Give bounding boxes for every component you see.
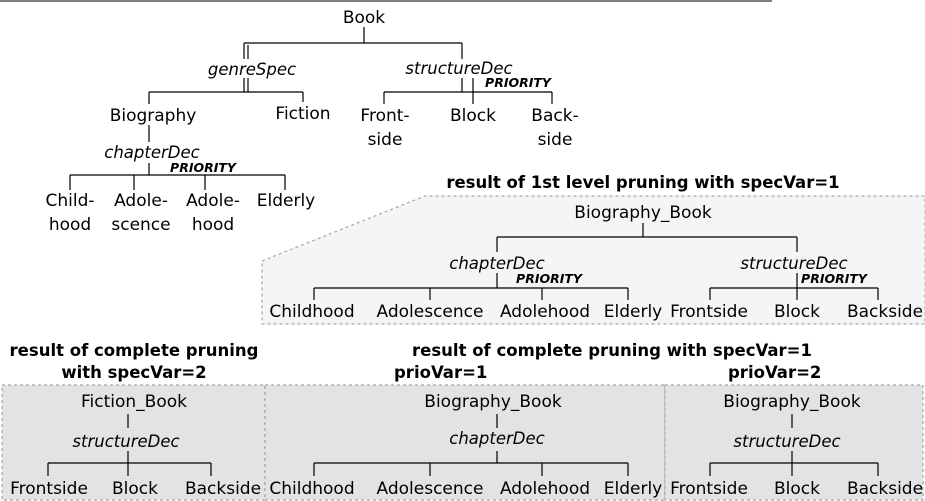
prio1-childhood: Childhood [269,479,354,499]
prio1-adolescence: Adolescence [377,479,484,499]
first-level-structure-priority: PRIORITY [801,271,869,286]
biography-node: Biography [110,106,197,126]
genre-decision-label: genreSpec [208,60,296,79]
structure-priority-label: PRIORITY [485,75,553,90]
spec2-heading-line2: with specVar=2 [61,363,206,382]
prio1-decision: chapterDec [449,429,544,448]
first-level-block: Block [774,302,820,322]
backside-node-line1: Back- [531,106,578,126]
first-level-adolehood: Adolehood [500,302,590,322]
first-level-root: Biography_Book [574,203,712,223]
complete-pruning-spec2: result of complete pruning with specVar=… [10,341,262,499]
spec2-edges [47,414,212,476]
first-level-chapter-priority: PRIORITY [516,271,584,286]
spec2-backside: Backside [185,479,261,499]
feature-tree: Book genreSpec Biography Fiction chapter… [45,8,578,235]
frontside-node-line2: side [368,130,403,150]
spec2-decision: structureDec [72,432,179,451]
block-node: Block [450,106,496,126]
prio2-edges [709,414,879,476]
spec2-frontside: Frontside [10,479,88,499]
elderly-node: Elderly [257,191,316,211]
prio1-panel [264,384,666,501]
adolehood-node-line2: hood [192,215,234,235]
adolescence-node-line1: Adole- [114,191,168,211]
first-level-heading: result of 1st level pruning with specVar… [446,173,839,192]
chapter-decision-label: chapterDec [104,143,199,162]
spec2-root: Fiction_Book [81,392,187,412]
complete-pruning-spec1: result of complete pruning with specVar=… [269,341,923,499]
prio2-frontside: Frontside [670,479,748,499]
first-level-structure-decision: structureDec [740,254,847,273]
adolescence-node-line2: scence [111,215,170,235]
childhood-node-line1: Child- [45,191,94,211]
spec2-block: Block [112,479,158,499]
first-level-panel [261,195,925,325]
spec2-panel [1,384,266,501]
feature-tree-edges [69,27,553,190]
prio1-label: prioVar=1 [394,363,487,382]
prio2-panel [664,384,924,501]
spec1-heading-line1: result of complete pruning with specVar=… [412,341,812,360]
spec2-heading-line1: result of complete pruning [10,341,259,360]
first-level-backside: Backside [847,302,923,322]
backside-node-line2: side [538,130,573,150]
feature-tree-root: Book [343,8,385,28]
first-level-elderly: Elderly [604,302,663,322]
fiction-node: Fiction [275,104,330,124]
prio2-root: Biography_Book [723,392,861,412]
first-level-edges [313,223,879,300]
adolehood-node-line1: Adole- [186,191,240,211]
prio1-root: Biography_Book [424,392,562,412]
first-level-pruning: result of 1st level pruning with specVar… [269,173,923,322]
prio2-label: prioVar=2 [728,363,821,382]
structure-decision-label: structureDec [405,59,512,78]
frontside-node-line1: Front- [360,106,409,126]
first-level-frontside: Frontside [670,302,748,322]
first-level-chapter-decision: chapterDec [449,254,544,273]
prio2-block: Block [774,479,820,499]
prio1-edges [313,414,629,476]
childhood-node-line2: hood [49,215,91,235]
chapter-priority-label: PRIORITY [170,160,238,175]
prio1-adolehood: Adolehood [500,479,590,499]
prio2-decision: structureDec [733,432,840,451]
first-level-childhood: Childhood [269,302,354,322]
prio2-backside: Backside [847,479,923,499]
first-level-adolescence: Adolescence [377,302,484,322]
prio1-elderly: Elderly [604,479,663,499]
